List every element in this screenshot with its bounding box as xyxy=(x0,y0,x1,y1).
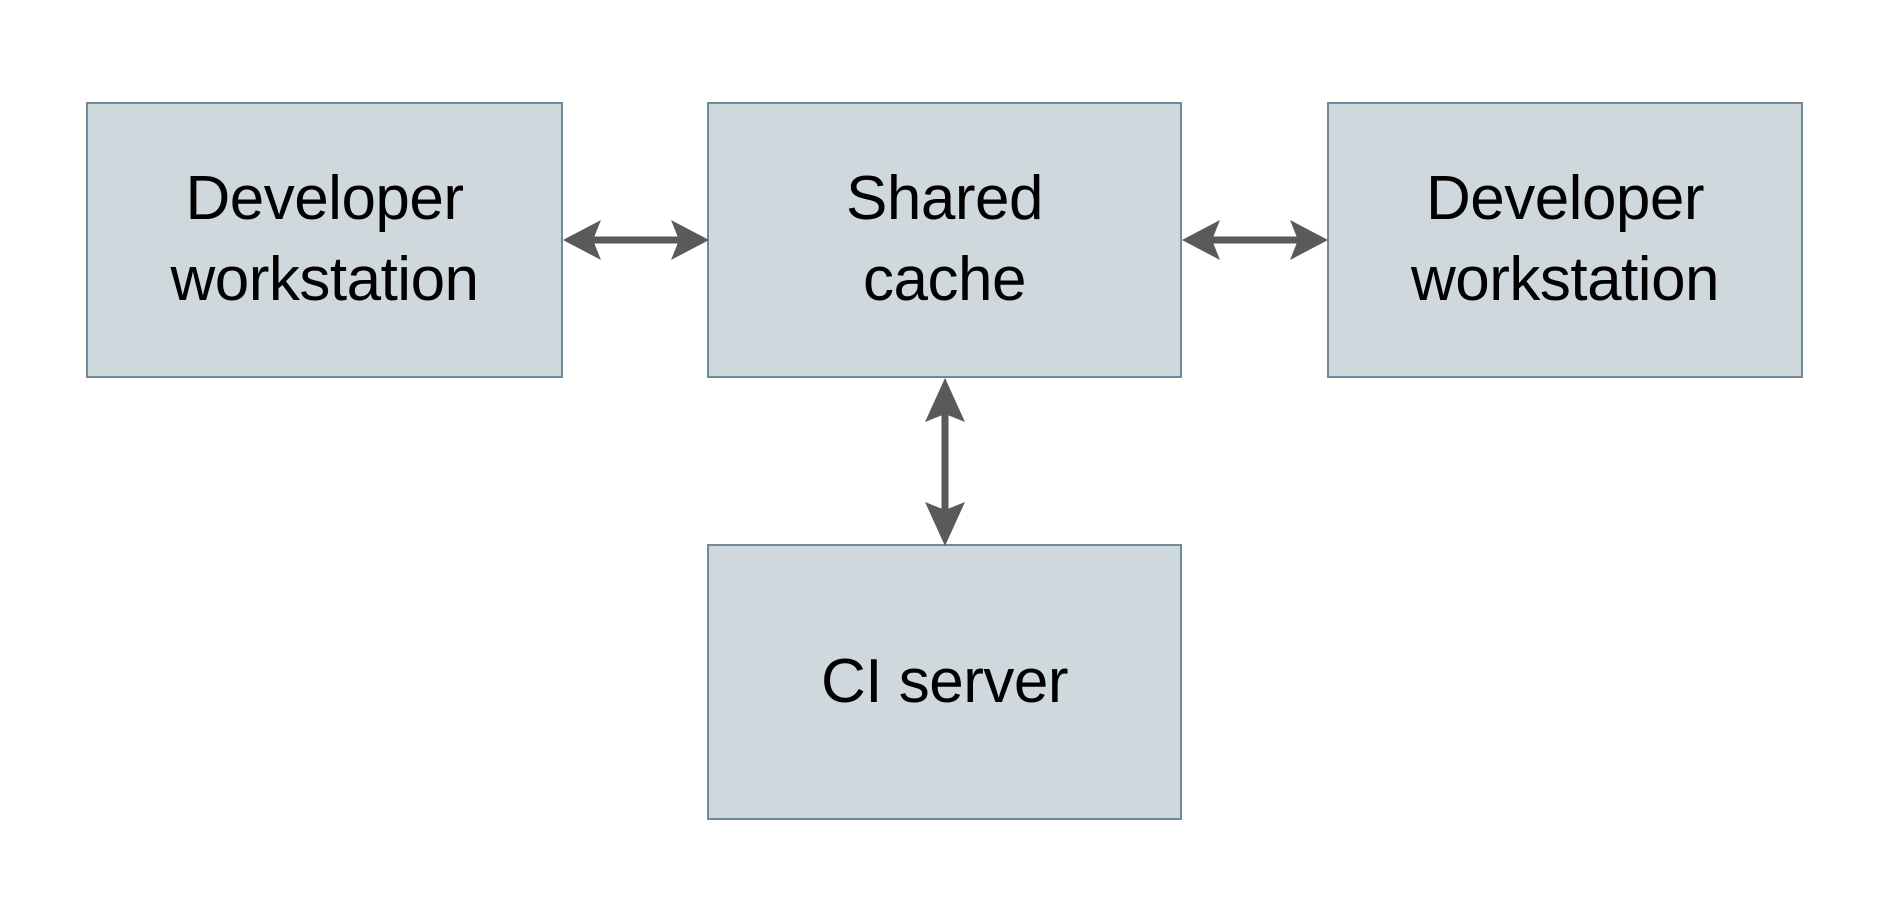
node-developer-workstation-left[interactable]: Developer workstation xyxy=(86,102,563,378)
node-label: CI server xyxy=(821,646,1068,716)
node-developer-workstation-right[interactable]: Developer workstation xyxy=(1327,102,1803,378)
node-label: Shared cache xyxy=(846,164,1043,314)
node-label: Developer workstation xyxy=(170,164,479,314)
edge-shared-cache-right-workstation xyxy=(1182,210,1328,270)
node-label: Developer workstation xyxy=(1410,164,1720,314)
node-ci-server[interactable]: CI server xyxy=(707,544,1182,820)
edge-ci-server-shared-cache xyxy=(915,378,975,546)
edge-left-workstation-shared-cache xyxy=(563,210,709,270)
node-shared-cache[interactable]: Shared cache xyxy=(707,102,1182,378)
